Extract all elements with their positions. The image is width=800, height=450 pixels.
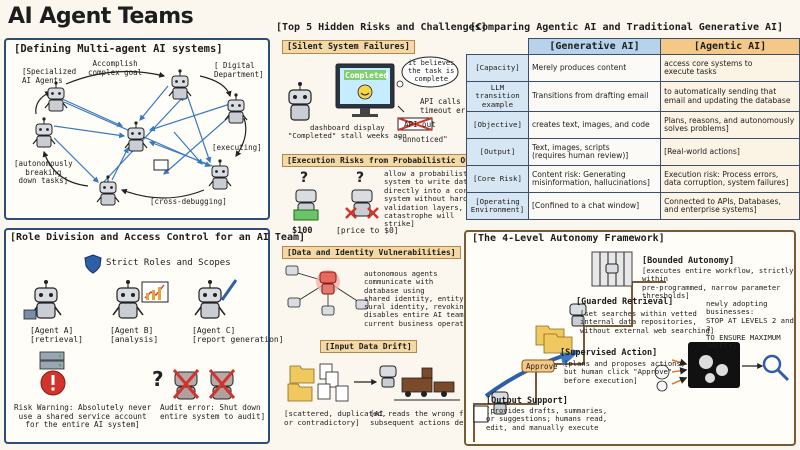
roles-panel bbox=[4, 228, 270, 444]
agent-robot-2 bbox=[168, 68, 192, 100]
label-accomplish: Accomplish complex goal bbox=[88, 59, 143, 77]
agent-robot-6 bbox=[96, 174, 120, 206]
multi-agent-title: [Defining Multi-agent AI systems] bbox=[14, 43, 223, 55]
agent-c-robot bbox=[194, 279, 226, 319]
drift-left-text: [scattered, duplicated, or contradictory… bbox=[284, 409, 387, 427]
identity-vulnerabilities-header: [Data and Identity Vulnerabilities] bbox=[282, 246, 461, 259]
label-autonomous: [autonomously breaking down tasks] bbox=[14, 159, 73, 186]
completed-screen-text: Completed bbox=[345, 71, 389, 80]
autonomy-title: [The 4-Level Autonomy Framework] bbox=[472, 233, 665, 244]
identity-network-illustration bbox=[285, 265, 369, 316]
multi-agent-network bbox=[32, 68, 248, 206]
svg-text:?: ? bbox=[300, 170, 308, 186]
thought-bubble-text: it believes the task is complete bbox=[408, 59, 455, 84]
cell-gen-llm: Transitions from drafting email bbox=[527, 81, 662, 113]
row-head-core-risk: [Core Risk] bbox=[466, 165, 529, 194]
level2-desc: [plans and proposes actions, but human c… bbox=[564, 359, 686, 385]
label-cross-debugging: [cross-debugging] bbox=[150, 197, 227, 206]
approve-button-label[interactable]: Approve bbox=[526, 362, 558, 371]
svg-text:?: ? bbox=[356, 170, 364, 186]
cell-agent-core-risk: Execution risk: Process errors, data cor… bbox=[660, 165, 800, 194]
risks-title: [Top 5 Hidden Risks and Challenges] bbox=[276, 22, 487, 33]
role-agents-illustration bbox=[23, 279, 238, 320]
completed-screen-badge bbox=[344, 70, 386, 80]
label-specialized: [Specialized AI Agents bbox=[22, 67, 77, 85]
cell-agent-llm: to automatically sending that email and … bbox=[660, 81, 800, 113]
cell-gen-core-risk: Content risk: Generating misinformation,… bbox=[527, 165, 662, 194]
level3-name: [Guarded Retrieval] bbox=[576, 297, 674, 307]
shield-icon bbox=[84, 254, 102, 274]
cell-agent-output: [Real-world actions] bbox=[660, 138, 800, 167]
thought-bubble bbox=[401, 56, 459, 88]
execution-risk-text: allow a probabilistic system to write da… bbox=[384, 169, 477, 229]
api-out-label: API out bbox=[404, 120, 436, 129]
silent-failure-illustration bbox=[288, 56, 459, 131]
level3-desc: [set searches within vetted internal dat… bbox=[580, 309, 715, 335]
row-head-output: [Output] bbox=[466, 138, 529, 167]
autonomy-staircase bbox=[473, 251, 790, 442]
level4-name: [Bounded Autonomy] bbox=[642, 256, 735, 266]
roles-title: [Role Division and Access Control for an… bbox=[10, 232, 306, 243]
agent-c-label: [Agent C] [report generation] bbox=[192, 326, 284, 345]
row-head-capacity: [Capacity] bbox=[466, 54, 529, 83]
cell-agent-capacity: access core systems to execute tasks bbox=[660, 54, 800, 83]
agent-robot-5 bbox=[208, 158, 232, 190]
agent-robot-4 bbox=[32, 116, 56, 148]
price-b-label: [price to $0] bbox=[336, 226, 399, 235]
agent-robot-1 bbox=[44, 80, 68, 112]
row-head-objective: [Objective] bbox=[466, 111, 529, 140]
level2-name: [Supervised Action] bbox=[560, 348, 658, 358]
magnifier-icon bbox=[762, 354, 782, 374]
input-drift-header: [Input Data Drift] bbox=[320, 340, 417, 353]
page-title: AI Agent Teams bbox=[8, 4, 194, 29]
level4-desc: [executes entire workflow, strictly with… bbox=[642, 266, 794, 300]
cell-agent-environment: Connected to APIs, Databases, and enterp… bbox=[660, 192, 800, 221]
label-executing: [executing] bbox=[212, 143, 262, 152]
comparison-title: [Comparing Agentic AI and Traditional Ge… bbox=[470, 22, 784, 33]
col-agentic-ai: [Agentic AI] bbox=[660, 37, 800, 56]
audit-robots-crossed: ? bbox=[152, 367, 236, 400]
comparison-table: [Generative AI] [Agentic AI] [Capacity] … bbox=[466, 37, 800, 221]
dashboard-label: dashboard display "Completed" stall week… bbox=[288, 123, 407, 141]
col-generative-ai: [Generative AI] bbox=[527, 37, 662, 56]
agent-a-label: [Agent A] [retrieval] bbox=[30, 326, 83, 345]
row-head-llm: LLM transition example bbox=[466, 81, 529, 113]
label-digital-department: [ Digital Department] bbox=[214, 61, 264, 79]
agent-b-robot bbox=[112, 279, 144, 319]
cell-gen-capacity: Merely produces content bbox=[527, 54, 662, 83]
unnoticed-label: "unnoticed" bbox=[398, 135, 448, 144]
price-a-label: $100 bbox=[292, 226, 313, 236]
roles-subtitle: Strict Roles and Scopes bbox=[106, 258, 231, 268]
cell-gen-output: Text, images, scripts (requires human re… bbox=[527, 138, 662, 167]
risk-warning-text: Risk Warning: Absolutely never use a sha… bbox=[14, 403, 152, 430]
advice-text: newly adopting businesses: STOP AT LEVEL… bbox=[706, 299, 794, 350]
warning-icon bbox=[40, 370, 66, 396]
level1-desc: [provides drafts, summaries, or suggesti… bbox=[486, 406, 608, 432]
execution-risk-illustration: ? ? bbox=[293, 170, 379, 221]
cell-gen-objective: creates text, images, and code bbox=[527, 111, 662, 140]
svg-text:?: ? bbox=[152, 367, 164, 391]
approve-button bbox=[521, 359, 555, 373]
level1-name: [Output Support] bbox=[486, 396, 568, 406]
audit-error-text: Audit error: Shut down entire system to … bbox=[160, 403, 266, 421]
agent-robot-center bbox=[124, 120, 148, 152]
silent-failures-header: [Silent System Failures] bbox=[282, 40, 415, 54]
cell-agent-objective: Plans, reasons, and autonomously solves … bbox=[660, 111, 800, 140]
agent-b-label: [Agent B] [analysis] bbox=[110, 326, 159, 345]
data-drift-illustration bbox=[287, 363, 460, 402]
document-icon bbox=[153, 159, 169, 171]
row-head-environment: [Operating Environment] bbox=[466, 192, 529, 221]
server-stack-icon bbox=[39, 351, 65, 370]
cell-gen-environment: [Confined to a chat window] bbox=[527, 192, 662, 221]
comparison-table-wrap: [Generative AI] [Agentic AI] [Capacity] … bbox=[466, 37, 800, 221]
